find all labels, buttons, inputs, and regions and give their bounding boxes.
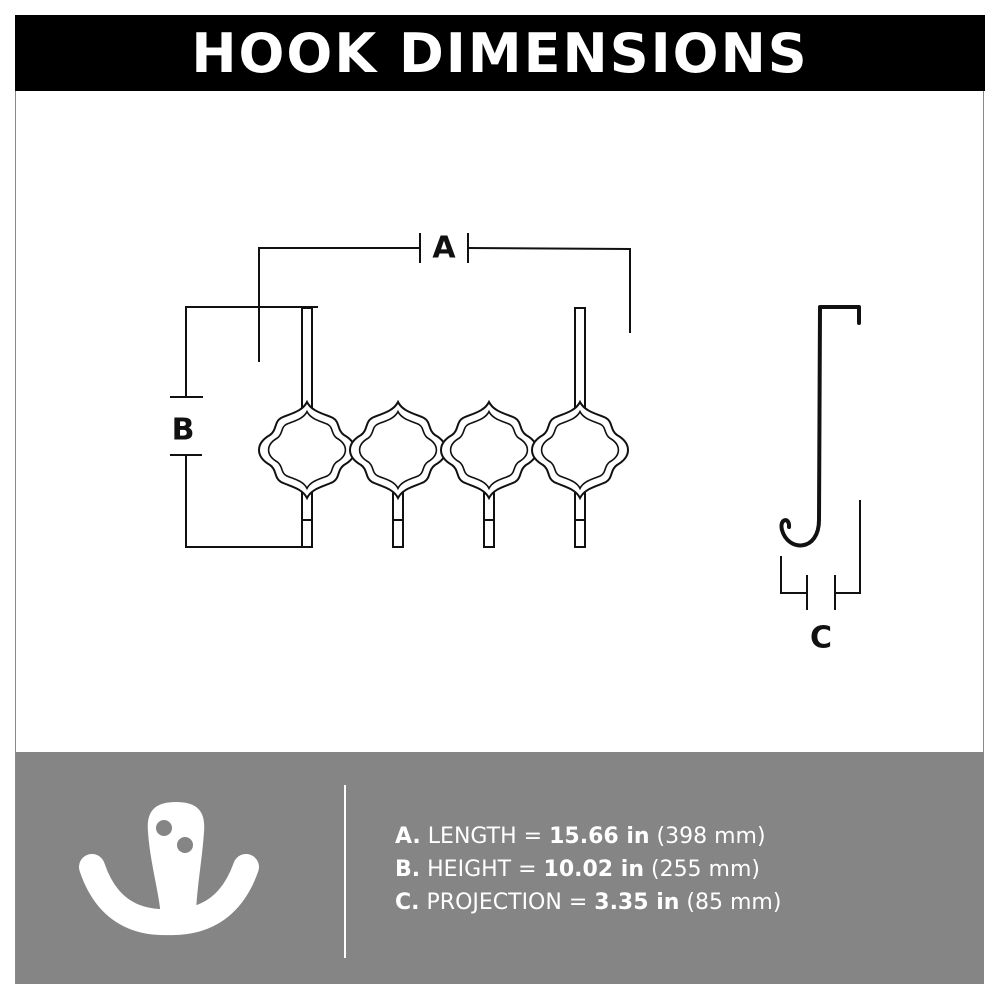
spec-letter: C. (395, 890, 420, 915)
dimension-drawing (170, 233, 861, 610)
quatrefoil-1 (258, 401, 356, 499)
spec-name: HEIGHT = (427, 857, 537, 882)
label-c: C (809, 620, 833, 656)
dimension-lines (170, 233, 861, 610)
double-hook-icon (79, 802, 259, 936)
label-b: B (171, 412, 195, 448)
dimension-c-right (835, 500, 861, 594)
dimension-c-left (780, 556, 807, 594)
spec-name: LENGTH = (427, 824, 543, 849)
spec-letter: B. (395, 857, 421, 882)
page-title: HOOK DIMENSIONS (191, 21, 809, 85)
spec-list: A. LENGTH = 15.66 in (398 mm) B. HEIGHT … (395, 820, 781, 919)
spec-value: 3.35 in (594, 890, 680, 915)
hook-side-profile (779, 305, 861, 548)
specs-panel: A. LENGTH = 15.66 in (398 mm) B. HEIGHT … (16, 752, 984, 984)
hook-rack-front (258, 307, 629, 548)
quatrefoil-3 (440, 401, 538, 499)
spec-height: B. HEIGHT = 10.02 in (255 mm) (395, 853, 781, 886)
spec-metric: (398 mm) (656, 824, 766, 849)
spec-metric: (85 mm) (686, 890, 782, 915)
spec-value: 10.02 in (543, 857, 644, 882)
dimension-b-bottom (185, 455, 312, 548)
spec-name: PROJECTION = (426, 890, 588, 915)
spec-length: A. LENGTH = 15.66 in (398 mm) (395, 820, 781, 853)
quatrefoil-2 (349, 401, 447, 499)
quatrefoil-4 (531, 401, 629, 499)
spec-projection: C. PROJECTION = 3.35 in (85 mm) (395, 886, 781, 919)
dimension-a-right (467, 247, 631, 333)
dimension-b-top (185, 306, 318, 397)
title-bar: HOOK DIMENSIONS (15, 15, 985, 91)
panel-divider (344, 785, 346, 958)
dimension-a-left (258, 247, 420, 362)
spec-letter: A. (395, 824, 421, 849)
spec-value: 15.66 in (549, 824, 650, 849)
spec-metric: (255 mm) (650, 857, 760, 882)
label-a: A (432, 230, 456, 266)
